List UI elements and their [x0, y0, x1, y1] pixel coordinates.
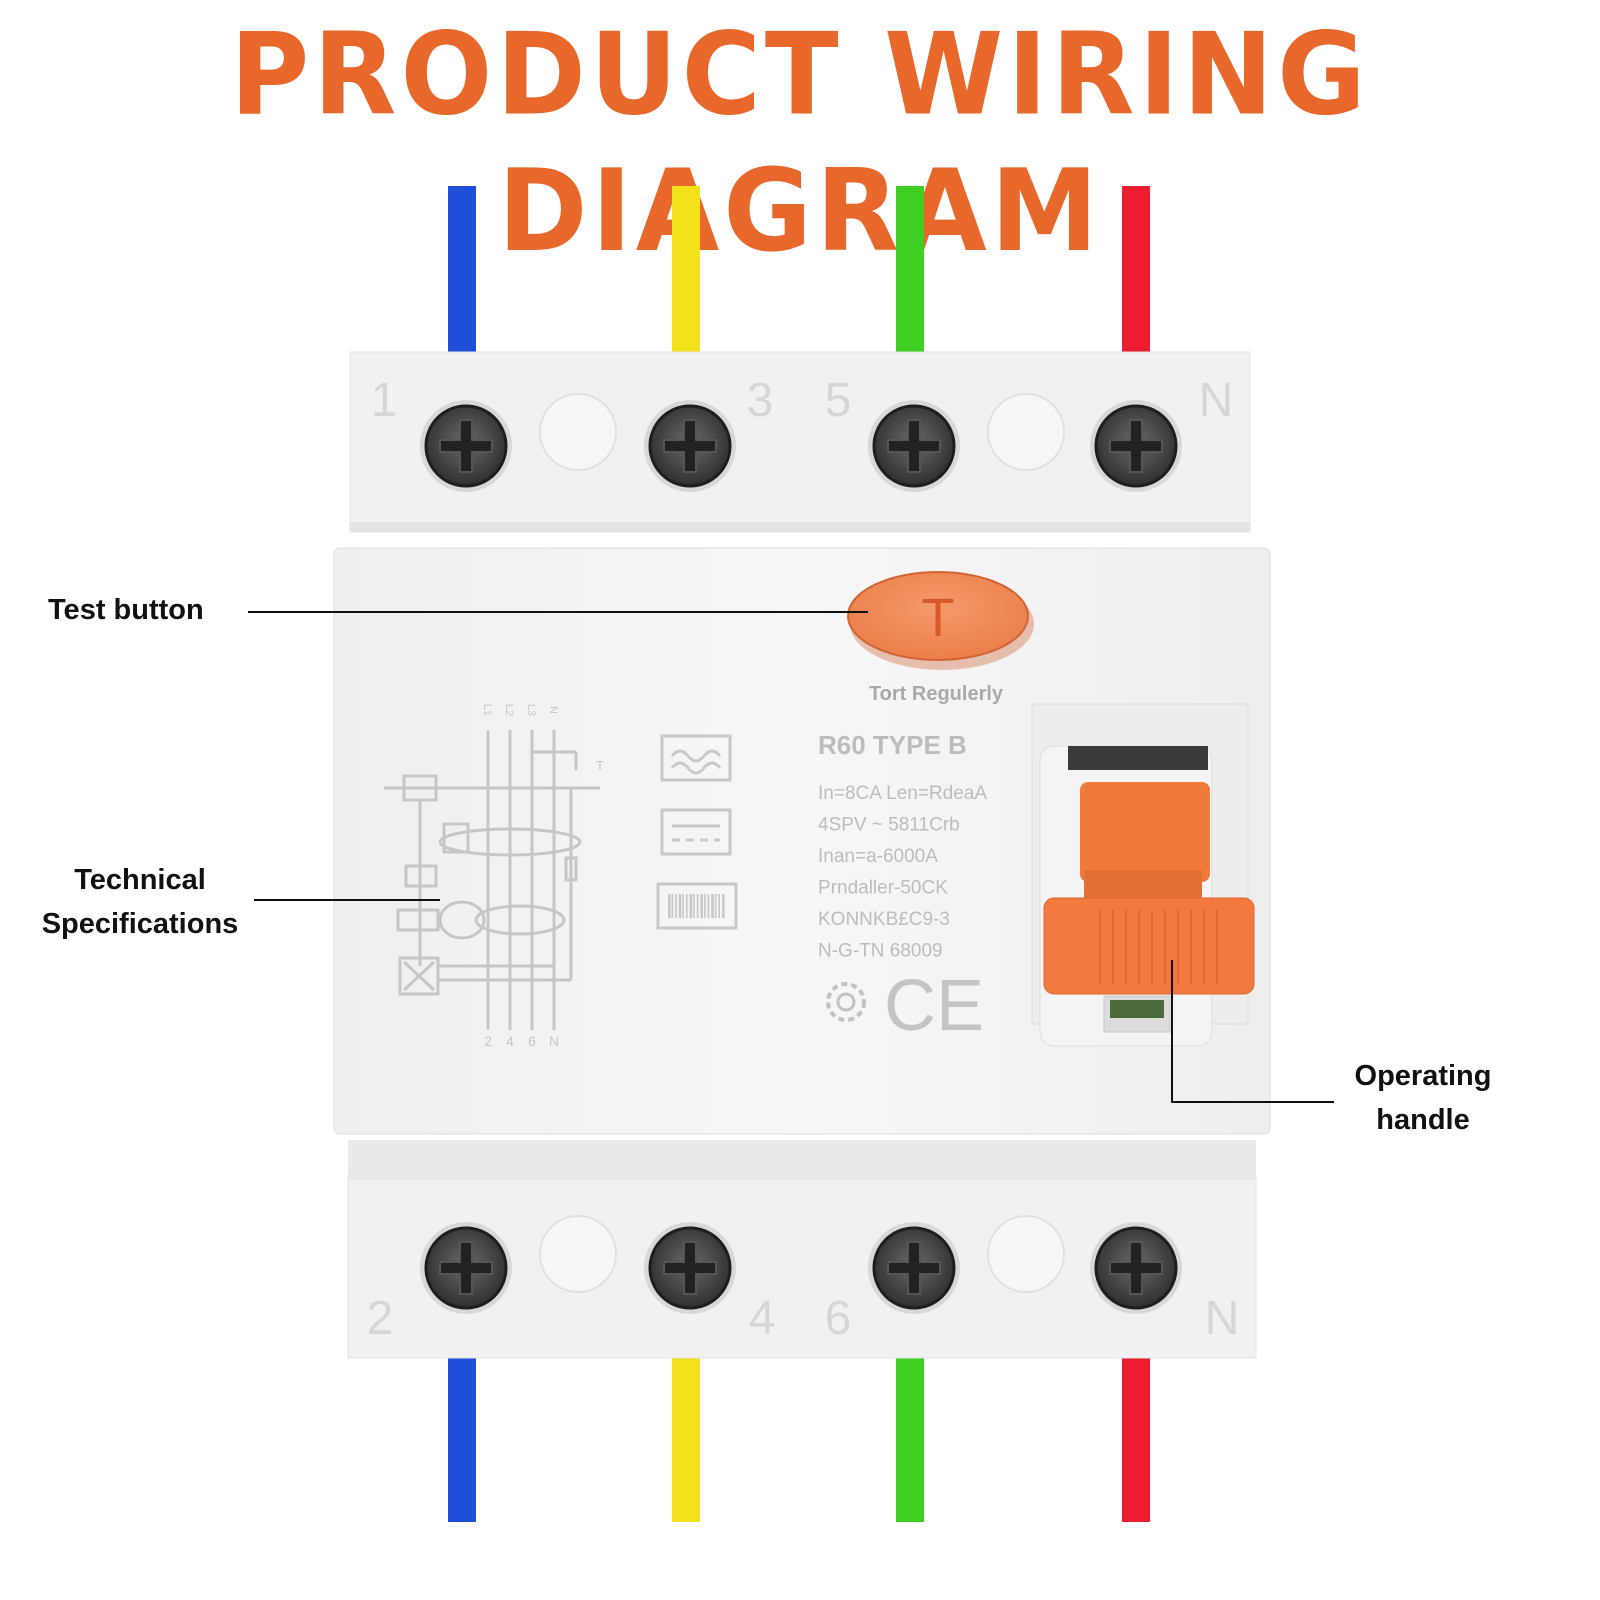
bottom-terminal-screw-icon[interactable]	[868, 1222, 960, 1314]
wire-red-bottom	[1122, 1356, 1150, 1522]
leader-operating-handle	[1171, 960, 1334, 1103]
terminal-label-3: 3	[747, 374, 774, 427]
schematic-bottom-label: 6	[528, 1033, 536, 1049]
bottom-terminal-screw-icon[interactable]	[644, 1222, 736, 1314]
schematic-top-label: L3	[525, 704, 537, 716]
bottom-blank-terminal-hole	[539, 1215, 617, 1293]
spec-line: R60 TYPE B	[818, 730, 967, 760]
bottom-terminal-screw-icon[interactable]	[1090, 1222, 1182, 1314]
test-caption: Tort Regulerly	[869, 683, 1004, 705]
wire-blue-bottom	[448, 1356, 476, 1522]
schematic-bottom-label: 2	[484, 1033, 492, 1049]
wire-green-bottom	[896, 1356, 924, 1522]
wire-red-top	[1122, 186, 1150, 352]
schematic-top-label: L2	[503, 704, 515, 716]
circuit-schematic	[384, 730, 600, 1030]
page-title: PRODUCT WIRING DIAGRAM	[230, 9, 1370, 277]
top-wires	[448, 186, 1150, 352]
schematic-bottom-label: 4	[506, 1033, 514, 1049]
wire-blue-top	[448, 186, 476, 352]
barcode-icon	[656, 882, 738, 930]
test-button[interactable]: T	[847, 571, 1034, 670]
top-terminal-screw-icon[interactable]	[420, 400, 512, 492]
dc-symbol-icon	[660, 808, 732, 856]
top-terminal-screw-icon[interactable]	[644, 400, 736, 492]
terminal-label-n-top: N	[1199, 374, 1234, 427]
callout-operating-handle: Operating handle	[1338, 1054, 1508, 1142]
ac-waveform-icon	[660, 734, 732, 782]
top-blank-terminal-hole	[987, 393, 1065, 471]
bottom-blank-terminal-hole	[987, 1215, 1065, 1293]
spec-line: KONNKB£C9-3	[818, 909, 950, 930]
callout-leader-lines	[248, 611, 1334, 1103]
schematic-top-label: N	[547, 706, 559, 714]
test-button-letter: T	[922, 588, 955, 648]
certification-seal-icon	[826, 982, 866, 1022]
schematic-top-label: L1	[481, 704, 493, 716]
bottom-terminal-screw-icon[interactable]	[420, 1222, 512, 1314]
spec-text-block: R60 TYPE B In=8CA Len=RdeaA 4SPV ~ 5811Crb…	[818, 730, 987, 962]
wire-green-top	[896, 186, 924, 352]
callout-operating-handle-line-1: Operating	[1354, 1060, 1492, 1092]
terminal-label-2: 2	[367, 1292, 394, 1345]
schematic-side-label: T	[596, 758, 604, 773]
terminal-label-5: 5	[825, 374, 852, 427]
terminal-label-6: 6	[825, 1292, 852, 1345]
operating-handle[interactable]	[1039, 745, 1255, 1047]
callout-test-button: Test button	[48, 594, 204, 626]
top-screws	[420, 393, 1182, 492]
terminal-label-4: 4	[749, 1292, 776, 1345]
top-blank-terminal-hole	[539, 393, 617, 471]
wire-yellow-bottom	[672, 1356, 700, 1522]
spec-line: In=8CA Len=RdeaA	[818, 783, 987, 804]
callout-operating-handle-line-2: handle	[1376, 1104, 1470, 1136]
callout-technical-specifications: Technical Specifications	[26, 858, 254, 946]
schematic-bottom-label: N	[549, 1033, 559, 1049]
spec-line: Prndaller-50CK	[818, 878, 948, 899]
spec-line: Inan=a-6000A	[818, 846, 938, 867]
bottom-screws	[420, 1215, 1182, 1314]
top-terminal-screw-icon[interactable]	[868, 400, 960, 492]
spec-line: 4SPV ~ 5811Crb	[818, 815, 960, 836]
ce-mark: CE	[884, 966, 984, 1046]
callout-technical-specifications-line-1: Technical	[74, 864, 206, 896]
spec-line: N-G-TN 68009	[818, 941, 943, 962]
terminal-label-1: 1	[371, 374, 398, 427]
top-terminal-screw-icon[interactable]	[1090, 400, 1182, 492]
callout-technical-specifications-line-2: Specifications	[41, 908, 239, 940]
terminal-label-n-bottom: N	[1205, 1292, 1240, 1345]
bottom-wires	[448, 1356, 1150, 1522]
wire-yellow-top	[672, 186, 700, 352]
